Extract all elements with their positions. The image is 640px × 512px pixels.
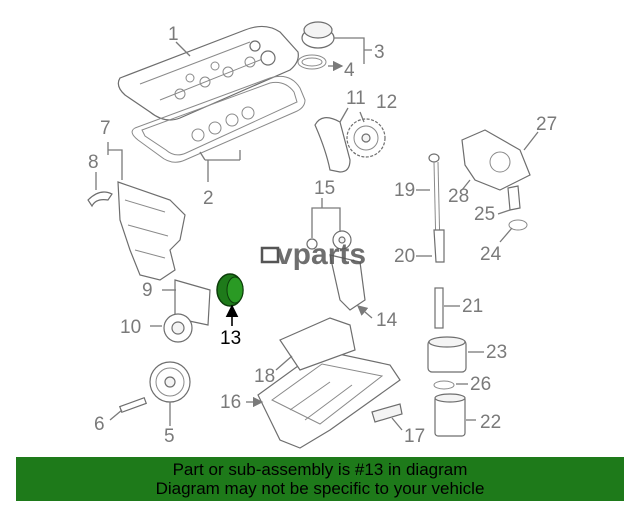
banner-line-disclaimer: Diagram may not be specific to your vehi… — [155, 479, 485, 498]
callout-26: 26 — [470, 374, 491, 395]
callout-6: 6 — [94, 414, 105, 435]
oil-baffle — [279, 317, 356, 371]
leader-lines — [95, 37, 539, 431]
callout-11: 11 — [346, 88, 366, 109]
info-banner: Part or sub-assembly is #13 in diagram D… — [16, 457, 624, 501]
callout-28: 28 — [448, 186, 469, 207]
callout-19: 19 — [394, 180, 415, 201]
callout-3: 3 — [374, 42, 385, 63]
crankshaft-pulley — [149, 361, 191, 403]
callout-17: 17 — [404, 426, 425, 447]
callout-10: 10 — [120, 317, 141, 338]
watermark-logo: vparts — [260, 238, 366, 271]
callout-12: 12 — [376, 92, 397, 113]
watermark-text: vparts — [276, 238, 366, 271]
callout-5: 5 — [164, 426, 175, 447]
exploded-view-svg: vparts 1 2 3 4 5 6 — [87, 21, 557, 449]
callout-23: 23 — [486, 342, 507, 363]
belt-tensioner — [163, 313, 193, 343]
drain-plug-seal — [371, 403, 403, 423]
callout-13: 13 — [220, 328, 241, 349]
parts-diagram: vparts 1 2 3 4 5 6 — [87, 21, 557, 449]
banner-line-part: Part or sub-assembly is #13 in diagram — [172, 460, 468, 479]
rear-timing-bracket — [174, 279, 211, 326]
callout-16: 16 — [220, 392, 241, 413]
camshaft-sprocket — [346, 118, 386, 158]
callout-18: 18 — [254, 366, 275, 387]
callout-1: 1 — [168, 24, 179, 45]
upper-cover-piece — [87, 191, 113, 208]
callout-15: 15 — [314, 178, 335, 199]
oil-filter-housing — [427, 336, 467, 390]
callout-21: 21 — [462, 296, 483, 317]
valve-cover-gasket — [131, 75, 306, 163]
engine-mount-bracket — [329, 254, 366, 311]
callout-27: 27 — [536, 114, 557, 135]
callout-24: 24 — [480, 244, 502, 265]
callout-14: 14 — [376, 310, 398, 331]
dipstick — [428, 153, 445, 329]
oil-filter — [434, 393, 466, 437]
callout-numbers: 1 2 3 4 5 6 7 8 9 10 11 12 13 14 15 16 1… — [88, 24, 557, 447]
timing-belt-cover — [117, 181, 186, 281]
callout-2: 2 — [203, 188, 214, 209]
valve-cover — [117, 25, 299, 121]
callout-4: 4 — [344, 60, 355, 81]
callout-22: 22 — [480, 412, 501, 433]
pulley-bolt — [118, 396, 148, 414]
water-pump-assembly — [461, 129, 531, 231]
callout-25: 25 — [474, 204, 495, 225]
timing-belt — [314, 117, 351, 173]
idler-roller — [306, 230, 352, 250]
oil-pan — [257, 349, 401, 449]
callout-8: 8 — [88, 152, 99, 173]
callout-7: 7 — [100, 118, 111, 139]
highlighted-sprocket — [216, 273, 244, 307]
callout-20: 20 — [394, 246, 415, 267]
oil-filler-cap — [297, 21, 335, 70]
callout-9: 9 — [142, 280, 153, 301]
